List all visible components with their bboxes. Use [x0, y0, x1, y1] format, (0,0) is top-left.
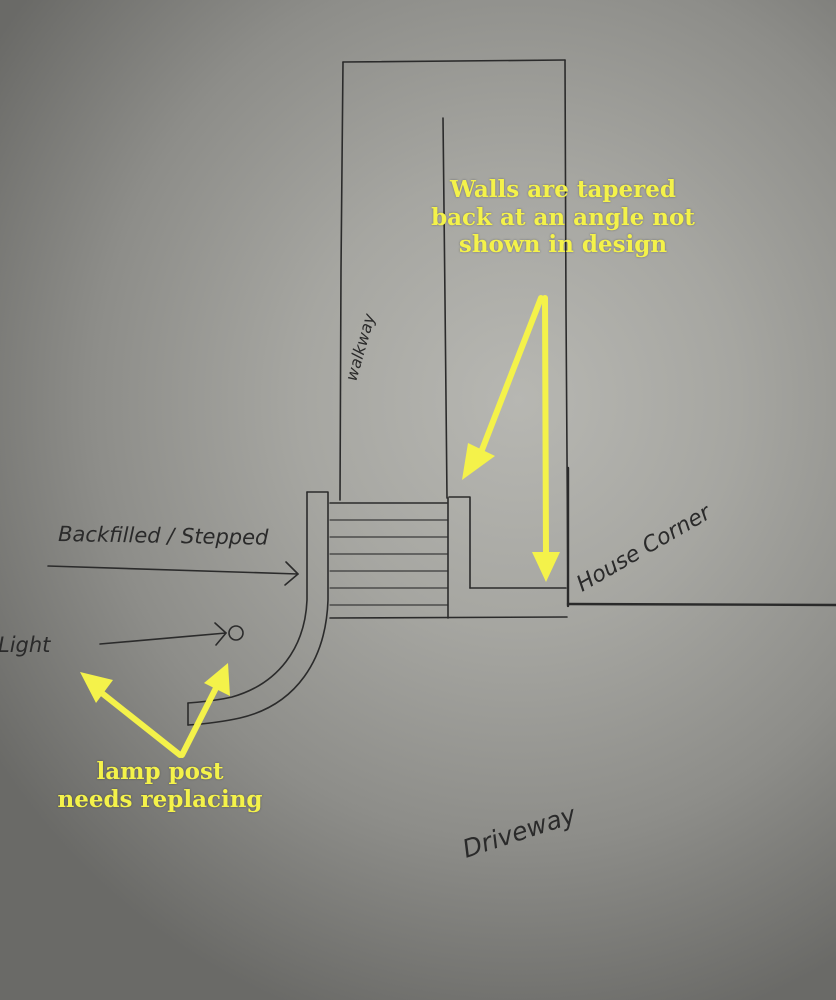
- curved-wall-outer: [187, 491, 329, 726]
- walls-callout-text: Walls are tapered back at an angle not s…: [398, 176, 728, 259]
- backfilled-arrow-line: [47, 565, 299, 575]
- walkway-left-edge: [339, 61, 344, 501]
- walkway-label: walkway: [342, 311, 379, 383]
- driveway-label: Driveway: [459, 800, 581, 864]
- light-label: Light: [0, 633, 51, 657]
- lamp-callout-arrows: [80, 663, 230, 758]
- lamp-post-circle: [228, 625, 244, 641]
- walkway-inner-line: [442, 117, 448, 499]
- walls-callout-arrows: [462, 295, 560, 582]
- lamp-callout-text: lamp post needs replacing: [20, 758, 300, 813]
- light-arrow-head: [214, 622, 227, 646]
- tapered-wall-post: [448, 496, 471, 589]
- walls-callout-line-3: shown in design: [458, 231, 668, 259]
- walls-callout-line-1: Walls are tapered: [450, 176, 676, 203]
- lamp-callout-line-1: lamp post: [96, 758, 224, 785]
- light-arrow-line: [99, 632, 227, 645]
- lamp-callout-line-2: needs replacing: [57, 785, 263, 813]
- house-corner-label: House Corner: [573, 499, 717, 597]
- walkway-top-edge: [342, 59, 566, 63]
- walls-callout-line-2: back at an angle not: [431, 203, 695, 231]
- backfilled-arrow-head: [284, 561, 299, 586]
- house-corner-base: [566, 602, 836, 607]
- backfilled-label: Backfilled / Stepped: [58, 522, 269, 550]
- curved-wall-inner: [187, 491, 308, 704]
